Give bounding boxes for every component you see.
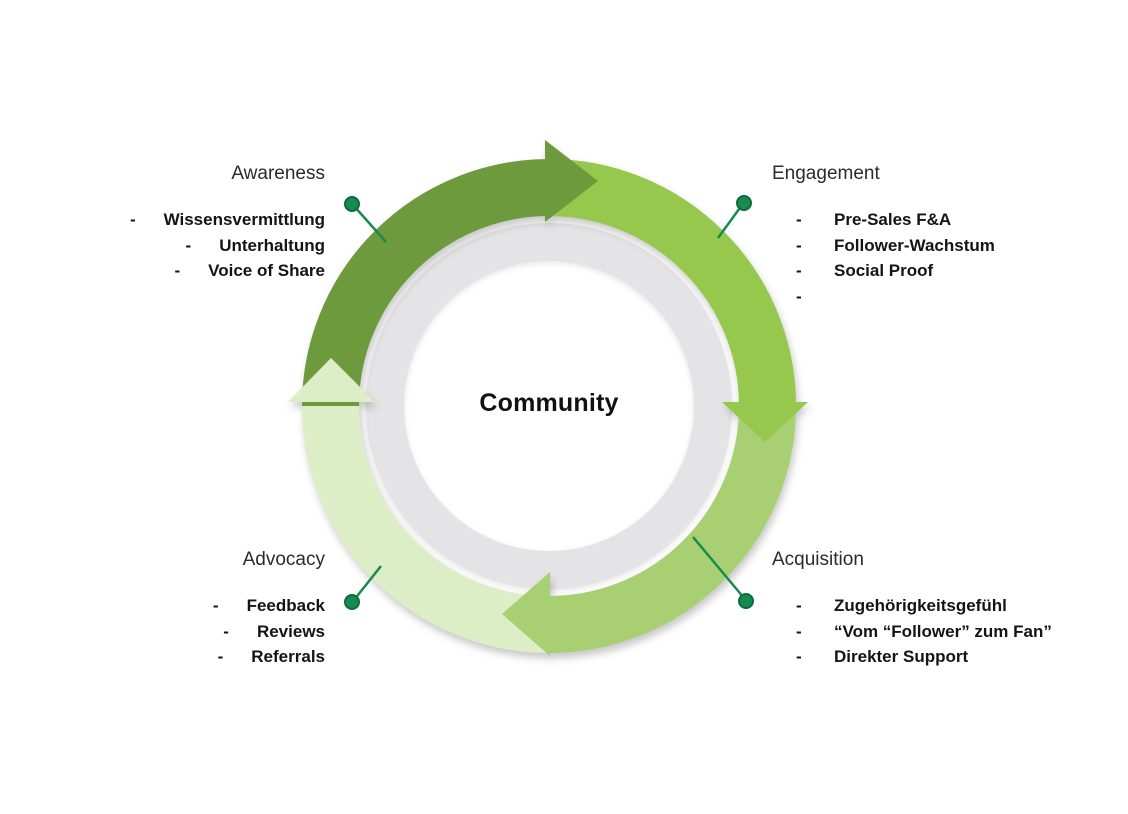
connector-dot-advocacy bbox=[344, 594, 360, 610]
arrowhead-top-icon bbox=[545, 140, 598, 222]
inner-gray-ring bbox=[366, 223, 732, 589]
bullet-dash: - bbox=[174, 261, 181, 281]
list-item-text: Social Proof bbox=[834, 261, 934, 281]
bullet-dash: - bbox=[217, 647, 224, 667]
list-item: - Feedback bbox=[0, 593, 325, 619]
arrowhead-left-icon bbox=[288, 358, 375, 402]
list-item: - Reviews bbox=[0, 619, 325, 645]
connectors bbox=[344, 195, 754, 610]
bullet-dash: - bbox=[796, 286, 802, 306]
arc-acquisition bbox=[548, 405, 796, 653]
connector-line-awareness bbox=[353, 205, 387, 243]
list-item: - Direkter Support bbox=[772, 644, 1128, 670]
bullet-dash: - bbox=[796, 621, 802, 641]
bullet-dash: - bbox=[796, 210, 802, 229]
bullet-dash: - bbox=[185, 235, 192, 255]
list-item: - Voice of Share bbox=[0, 258, 325, 284]
list-item-text: Wissensvermittlung bbox=[163, 210, 325, 229]
list-item: - Social Proof bbox=[772, 258, 1128, 284]
section-advocacy: Advocacy -Feedback -Reviews -Referrals bbox=[0, 549, 325, 670]
section-engagement-list: - Pre-Sales F&A - Follower-Wachstum - Socia… bbox=[772, 207, 1128, 309]
list-item: - Referrals bbox=[0, 644, 325, 670]
arrowhead-right-icon bbox=[722, 402, 808, 442]
list-item: - Pre-Sales F&A bbox=[772, 207, 1128, 233]
list-item-text: Direkter Support bbox=[834, 647, 969, 667]
section-awareness-title: Awareness bbox=[231, 163, 325, 184]
section-advocacy-title: Advocacy bbox=[242, 549, 325, 570]
section-acquisition-title: Acquisition bbox=[772, 549, 864, 570]
list-item-text: Zugehörigkeitsgefühl bbox=[834, 596, 1007, 615]
bullet-dash: - bbox=[796, 235, 802, 255]
bullet-dash: - bbox=[796, 261, 802, 281]
connector-dot-acquisition bbox=[738, 593, 754, 609]
connector-line-acquisition bbox=[692, 536, 745, 599]
list-item-text: Pre-Sales F&A bbox=[834, 210, 952, 229]
list-item: - bbox=[772, 284, 1128, 310]
list-item-text: “Vom “Follower” zum Fan” bbox=[834, 621, 1052, 641]
arc-advocacy bbox=[302, 405, 550, 653]
list-item-text: Referrals bbox=[251, 647, 325, 667]
section-awareness: Awareness - Wissensvermittlung - Unterhalt… bbox=[0, 163, 325, 284]
list-item-text: Reviews bbox=[256, 621, 325, 641]
bullet-dash: - bbox=[212, 596, 219, 615]
section-acquisition: Acquisition - Zugehörigkeitsgefühl - “Vom … bbox=[772, 549, 1128, 670]
section-awareness-list: -Wissensvermittlung -Unterhaltung -Voice… bbox=[0, 207, 325, 284]
section-acquisition-list: - Zugehörigkeitsgefühl - “Vom “Follower” z… bbox=[772, 593, 1128, 670]
section-engagement: Engagement - Pre-Sales F&A - Follower-Wach… bbox=[772, 163, 1128, 309]
list-item-text: Follower-Wachstum bbox=[834, 235, 995, 255]
center-label: Community bbox=[479, 389, 619, 417]
connector-dot-engagement bbox=[736, 195, 752, 211]
list-item: - Zugehörigkeitsgefühl bbox=[772, 593, 1128, 619]
list-item: - Wissensvermittlung bbox=[0, 207, 325, 233]
arrowhead-bottom-icon bbox=[502, 572, 550, 656]
arc-awareness bbox=[302, 159, 550, 407]
list-item-text: Unterhaltung bbox=[219, 235, 325, 255]
section-advocacy-list: -Feedback -Reviews -Referrals bbox=[0, 593, 325, 670]
bullet-dash: - bbox=[223, 621, 229, 641]
connector-line-engagement bbox=[716, 204, 744, 239]
list-item: - “Vom “Follower” zum Fan” bbox=[772, 619, 1128, 645]
list-item-text: Voice of Share bbox=[208, 261, 325, 281]
section-engagement-title: Engagement bbox=[772, 163, 880, 184]
bullet-dash: - bbox=[796, 647, 802, 667]
connector-line-advocacy bbox=[353, 565, 382, 601]
list-item: - Unterhaltung bbox=[0, 233, 325, 259]
arc-engagement bbox=[548, 159, 796, 407]
bullet-dash: - bbox=[796, 596, 802, 615]
connector-dot-awareness bbox=[344, 196, 360, 212]
list-item: - Follower-Wachstum bbox=[772, 233, 1128, 259]
bullet-dash: - bbox=[129, 210, 136, 229]
list-item-text: Feedback bbox=[246, 596, 325, 615]
